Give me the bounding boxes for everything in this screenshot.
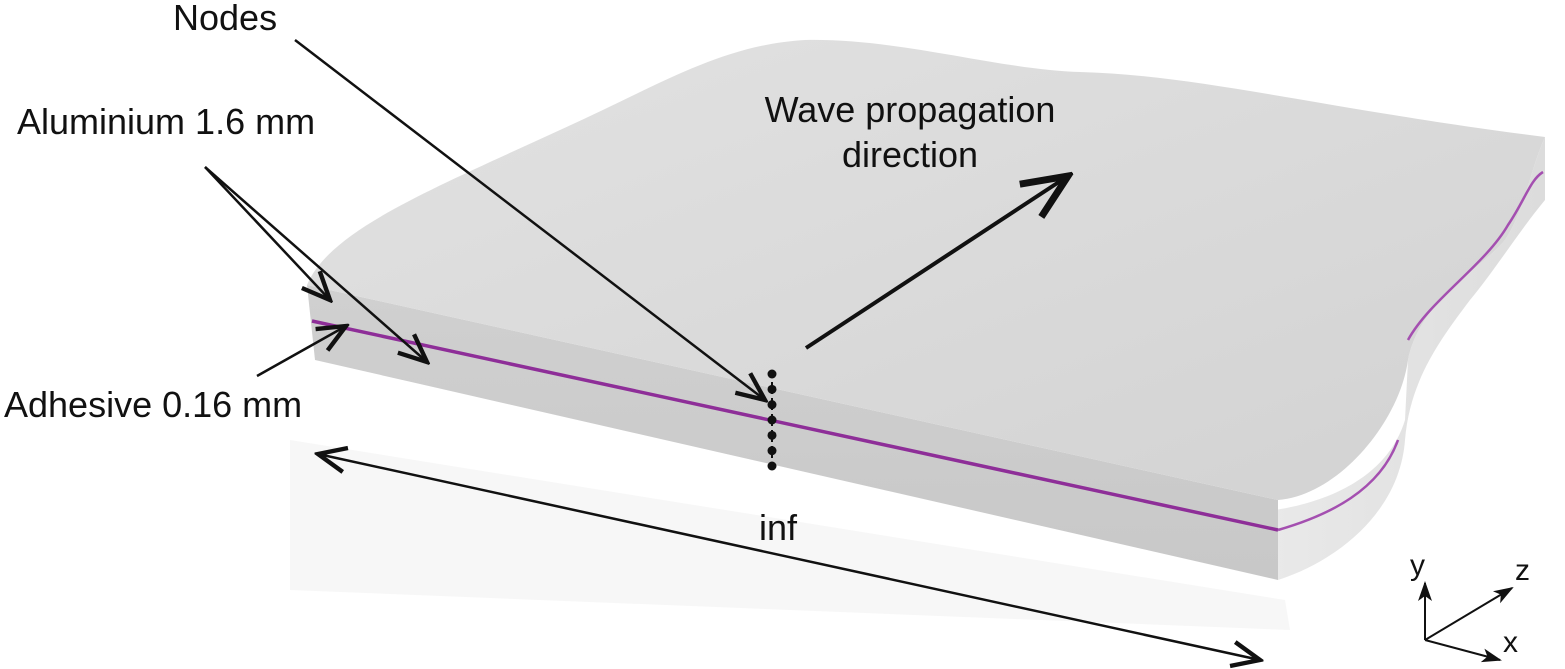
x-axis-label: x — [1503, 626, 1518, 659]
node-dot — [767, 384, 777, 394]
aluminium-label: Aluminium 1.6 mm — [17, 101, 315, 142]
plate-right-face — [1275, 137, 1545, 580]
node-dot — [767, 430, 777, 440]
x-axis-arrow — [1424, 639, 1502, 663]
wave-propagation-label-line1: Wave propagation — [765, 89, 1056, 130]
y-axis-label: y — [1410, 549, 1425, 582]
node-dot — [767, 369, 777, 379]
adhesive-label: Adhesive 0.16 mm — [4, 384, 302, 425]
nodes-leader-arrow — [294, 39, 765, 400]
z-axis-label: z — [1515, 554, 1530, 587]
node-dot — [767, 461, 777, 471]
aluminium-leader-arrow-top — [204, 166, 330, 300]
z-axis-arrow — [1424, 586, 1514, 641]
wave-propagation-label-line2: direction — [842, 134, 978, 175]
inf-label: inf — [759, 507, 798, 548]
node-dot — [767, 415, 777, 425]
node-dot — [767, 446, 777, 456]
wave-direction-arrow — [804, 176, 1068, 350]
node-dot — [767, 400, 777, 410]
coordinate-axes: y z x — [1410, 549, 1530, 663]
adhesive-line-right — [1277, 170, 1544, 532]
inf-double-arrow — [318, 454, 1260, 660]
nodes-label: Nodes — [173, 0, 277, 38]
adhesive-leader-arrow — [256, 326, 346, 378]
aluminium-leader-arrow-bottom — [204, 166, 427, 362]
